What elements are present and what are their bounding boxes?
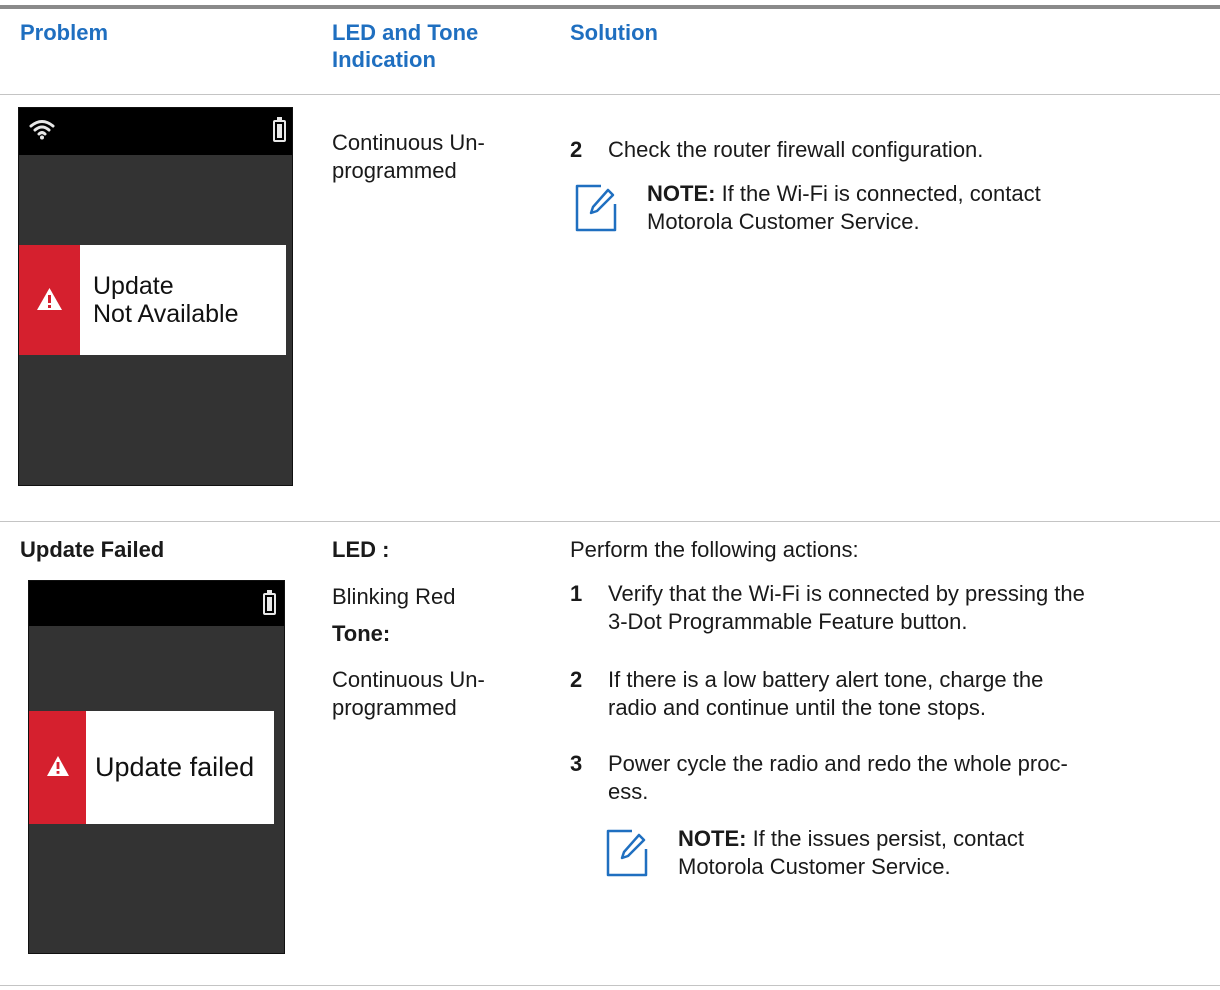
led-label: LED : — [332, 537, 390, 562]
step-3: 3 Power cycle the radio and redo the who… — [570, 750, 1210, 810]
step-text: Power cycle the radio and redo the whole… — [608, 751, 1068, 804]
status-bar — [19, 108, 292, 155]
battery-icon — [263, 590, 276, 615]
note: NOTE: If the Wi-Fi is connected, contact… — [575, 180, 1205, 240]
note-icon — [606, 829, 648, 877]
alert-line-2: Not Available — [93, 300, 239, 328]
step-number: 2 — [570, 667, 583, 692]
alert-box: Update Not Available — [19, 245, 286, 355]
step-number: 1 — [570, 581, 583, 606]
tone-label: Tone: — [332, 621, 391, 646]
step-text: Verify that the Wi-Fi is connected by pr… — [608, 581, 1085, 634]
note-body: If the Wi-Fi is connected, contact Motor… — [647, 181, 1041, 234]
step-1: 1 Verify that the Wi-Fi is connected by … — [570, 580, 1210, 640]
device-screen-update-failed: Update failed — [28, 580, 285, 954]
battery-icon — [273, 117, 286, 142]
alert-box: Update failed — [29, 711, 274, 824]
step-number: 3 — [570, 751, 583, 776]
header-solution: Solution — [570, 20, 658, 45]
tone-indication: Continuous Un- programmed — [332, 130, 485, 183]
table-top-rule — [0, 5, 1220, 9]
tone-value: Continuous Un- programmed — [332, 667, 485, 720]
intro-text: Perform the following actions: — [570, 537, 859, 562]
warning-icon — [47, 756, 69, 776]
status-bar — [29, 581, 284, 626]
row-divider — [0, 521, 1220, 522]
header-divider — [0, 94, 1220, 95]
warning-icon — [37, 288, 62, 310]
note: NOTE: If the issues persist, contact Mot… — [606, 825, 1206, 885]
step-2: 2 Check the router firewall configuratio… — [570, 136, 1210, 166]
table-bottom-rule — [0, 985, 1220, 986]
problem-title: Update Failed — [20, 537, 165, 562]
note-label: NOTE: — [647, 181, 716, 206]
header-problem: Problem — [20, 20, 109, 45]
step-2: 2 If there is a low battery alert tone, … — [570, 666, 1210, 726]
alert-text: Update failed — [95, 752, 255, 782]
led-value: Blinking Red — [332, 584, 456, 609]
note-icon — [575, 184, 617, 232]
step-text: If there is a low battery alert tone, ch… — [608, 667, 1044, 720]
note-text: NOTE: If the issues persist, contact Mot… — [678, 825, 1024, 881]
step-number: 2 — [570, 137, 583, 162]
wifi-icon — [29, 120, 55, 140]
header-led-tone: LED and Tone Indication — [332, 20, 479, 72]
step-text: Check the router firewall configuration. — [608, 137, 984, 162]
note-body: If the issues persist, contact Motorola … — [678, 826, 1025, 879]
note-text: NOTE: If the Wi-Fi is connected, contact… — [647, 180, 1041, 236]
note-label: NOTE: — [678, 826, 747, 851]
device-screen-update-not-available: Update Not Available — [18, 107, 293, 486]
alert-line-1: Update — [93, 272, 174, 300]
